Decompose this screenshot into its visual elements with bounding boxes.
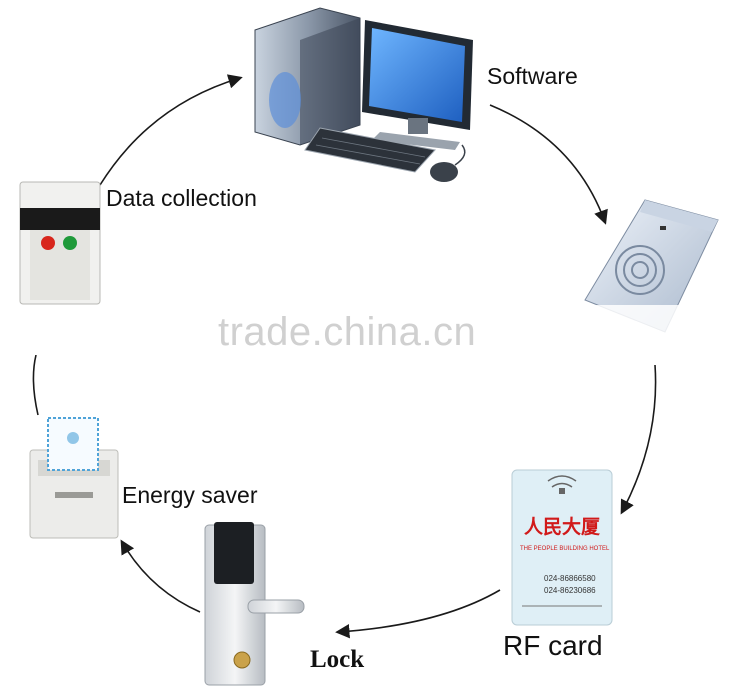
software-label: Software bbox=[487, 63, 578, 89]
card-subtitle: THE PEOPLE BUILDING HOTEL bbox=[520, 546, 610, 552]
rf-card-icon bbox=[511, 469, 613, 626]
card-tel: 024-86866580 bbox=[544, 574, 596, 583]
energy-saver-label: Energy saver bbox=[122, 482, 258, 508]
arrow-collection-to-software bbox=[99, 74, 243, 186]
card-title: 人民大厦 bbox=[524, 516, 601, 538]
arrow-energy-saver-to-collection bbox=[32, 354, 39, 416]
data-collector-icon bbox=[18, 181, 103, 355]
arrow-software-to-reader bbox=[489, 104, 608, 225]
lock-label: Lock bbox=[310, 646, 365, 673]
computer-icon bbox=[254, 7, 473, 182]
arrow-card-to-lock bbox=[335, 589, 501, 639]
energy-saver-icon bbox=[29, 417, 119, 539]
rf-card-label: RF card bbox=[503, 630, 603, 661]
arrow-lock-to-energy-saver bbox=[120, 539, 201, 613]
arrow-reader-to-card bbox=[620, 364, 657, 515]
watermark: trade.china.cn bbox=[218, 310, 477, 354]
card-fax: 024-86230686 bbox=[544, 586, 596, 595]
rf-reader-icon bbox=[580, 199, 719, 360]
door-lock-icon bbox=[204, 522, 305, 686]
data-collection-label: Data collection bbox=[106, 185, 257, 211]
